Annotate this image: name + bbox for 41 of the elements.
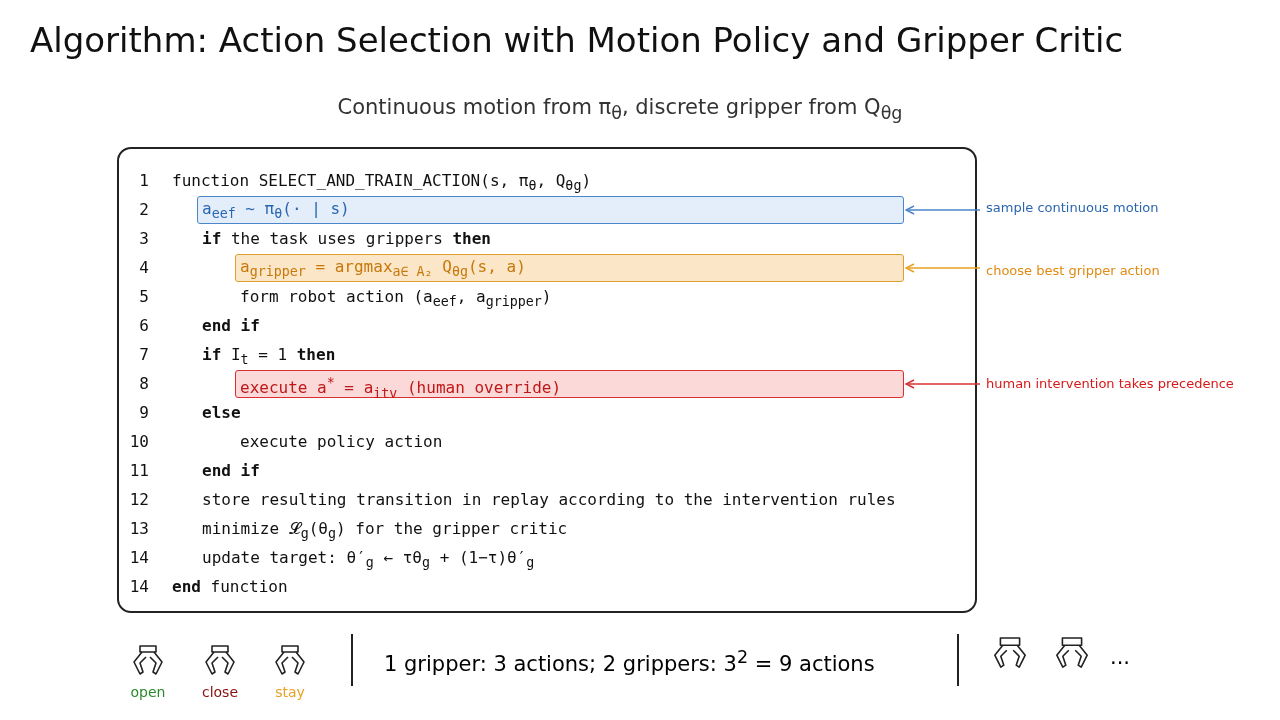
line-number: 8 <box>138 373 149 395</box>
line-number: 7 <box>138 344 149 366</box>
annotation: human intervention takes precedence <box>986 376 1234 391</box>
code-line: else <box>202 402 241 424</box>
code-line: if the task uses grippers then <box>202 228 491 250</box>
code-line: function SELECT_AND_TRAIN_ACTION(s, π$_{θ}$, Q$_{θg}$) <box>172 170 592 196</box>
annotation: sample continuous motion <box>986 200 1159 215</box>
line-number: 11 <box>128 460 149 482</box>
line-number: 4 <box>138 257 149 279</box>
arrow <box>905 205 981 215</box>
code-line: end if <box>202 315 260 337</box>
algorithm-panel <box>117 147 977 613</box>
icon-caption: stay <box>274 684 306 700</box>
code-line: if I$_{t}$ = 1 then <box>202 344 336 370</box>
arrow <box>905 379 981 389</box>
subtitle: Continuous motion from π$_{θ}$, discrete gripper from Q$_{θg}$ <box>336 95 904 124</box>
arrow <box>905 263 981 273</box>
line-number: 13 <box>128 518 149 540</box>
code-line: form robot action (a$_{eef}$, a$_{gripper}$) <box>240 286 552 312</box>
code-line: execute policy action <box>240 431 443 453</box>
annotation: choose best gripper action <box>986 263 1160 278</box>
code-line: update target: θ′$_{g}$ ← τθ$_{g}$ + (1−τ)θ′$_{g}$ <box>202 547 535 573</box>
icon-caption: open <box>129 684 167 700</box>
line-number: 12 <box>128 489 149 511</box>
ellipsis: ... <box>1110 645 1131 669</box>
line-number: 3 <box>138 228 149 250</box>
line-number: 5 <box>138 286 149 308</box>
line-number: 14 <box>128 547 149 569</box>
line-number: 6 <box>138 315 149 337</box>
title: Algorithm: Action Selection with Motion Policy and Gripper Critic <box>30 20 1124 60</box>
line-number: 9 <box>138 402 149 424</box>
line-number: 10 <box>128 431 149 453</box>
code-line: store resulting transition in replay according to the intervention rules <box>202 489 896 511</box>
code-line: minimize 𝓛$_{g}$(θ$_{g}$) for the gripper critic <box>202 518 568 544</box>
line-number: 1 <box>138 170 149 192</box>
icon-caption: close <box>200 684 240 700</box>
code-line: end if <box>202 460 260 482</box>
code-line: end function <box>172 576 288 598</box>
action-count-text: 1 gripper: 3 actions; 2 grippers: 3$^{2}$ = 9 actions <box>384 647 875 676</box>
line-number: 14 <box>128 576 149 598</box>
line-number: 2 <box>138 199 149 221</box>
